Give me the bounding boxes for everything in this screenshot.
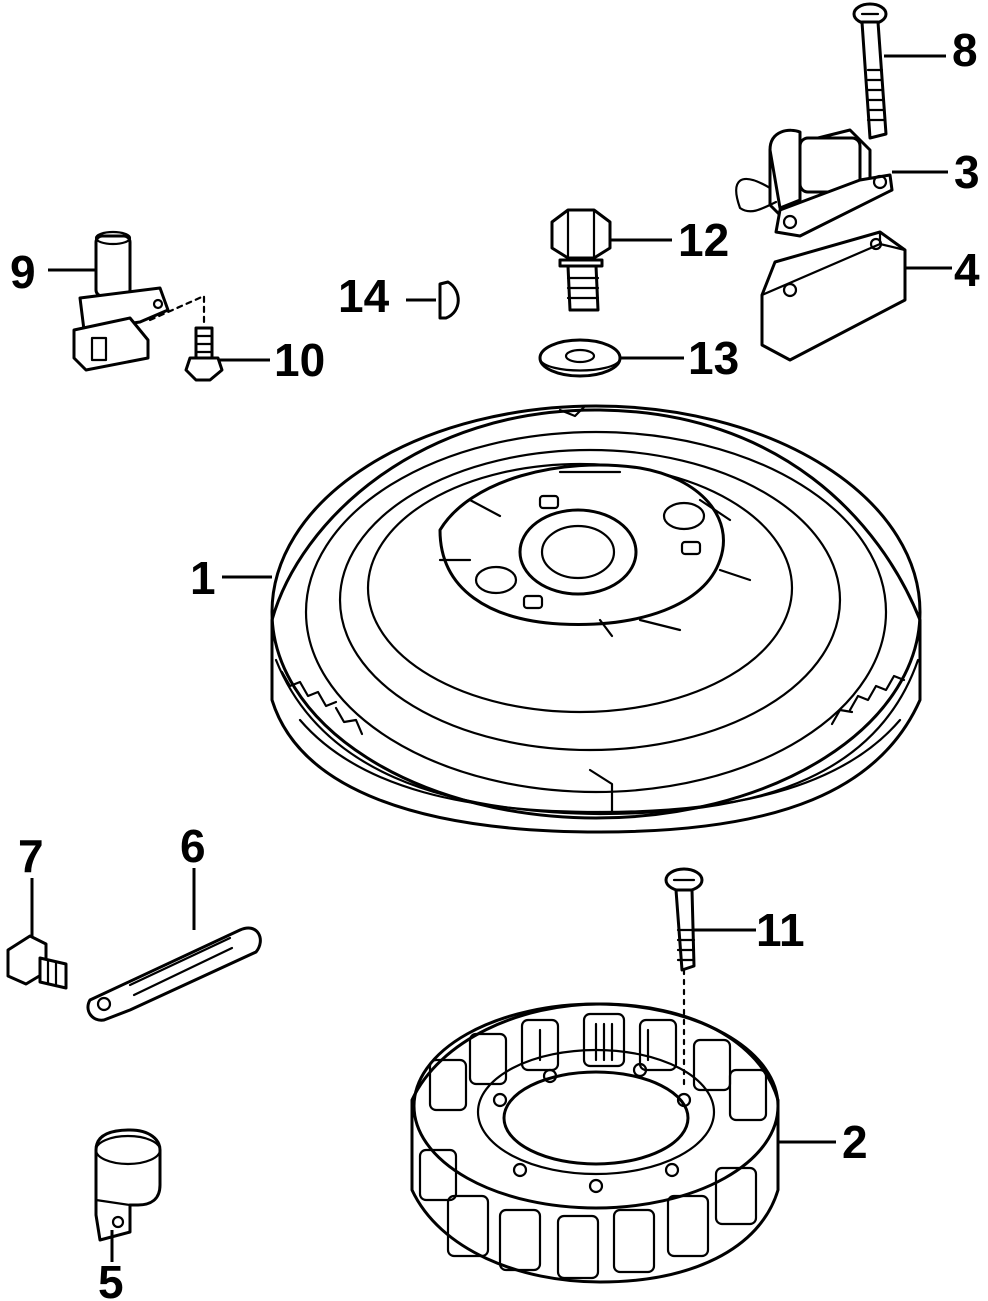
callout-8: 8 — [952, 24, 978, 76]
callout-12: 12 — [678, 214, 729, 266]
small-bolt-part — [184, 326, 224, 382]
module-part — [760, 230, 907, 362]
callout-3: 3 — [954, 146, 980, 198]
stator-part — [410, 1002, 780, 1284]
callout-9: 9 — [10, 246, 36, 298]
switch-part — [72, 230, 206, 372]
flange-bolt-part — [6, 934, 68, 990]
callout-4: 4 — [954, 244, 980, 296]
callout-6: 6 — [180, 820, 206, 872]
leader-lines — [30, 54, 952, 1262]
clamp-part — [94, 1128, 162, 1242]
callout-10: 10 — [274, 334, 325, 386]
long-screw-part — [852, 2, 888, 140]
callout-13: 13 — [688, 332, 739, 384]
key-part — [438, 280, 460, 320]
washer-part — [538, 338, 622, 378]
callout-7: 7 — [18, 830, 44, 882]
bracket-part — [86, 926, 262, 1022]
flywheel-part — [270, 404, 922, 834]
callout-14: 14 — [338, 270, 390, 322]
callout-labels: 1 2 3 4 5 6 7 8 9 10 11 12 13 14 — [10, 24, 980, 1301]
callout-1: 1 — [190, 552, 216, 604]
ignition-coil-part — [735, 128, 894, 238]
callout-11: 11 — [756, 904, 805, 956]
stator-screw-part — [664, 867, 704, 1092]
flywheel-bolt-part — [550, 208, 612, 312]
callout-5: 5 — [98, 1256, 124, 1301]
callout-2: 2 — [842, 1116, 868, 1168]
